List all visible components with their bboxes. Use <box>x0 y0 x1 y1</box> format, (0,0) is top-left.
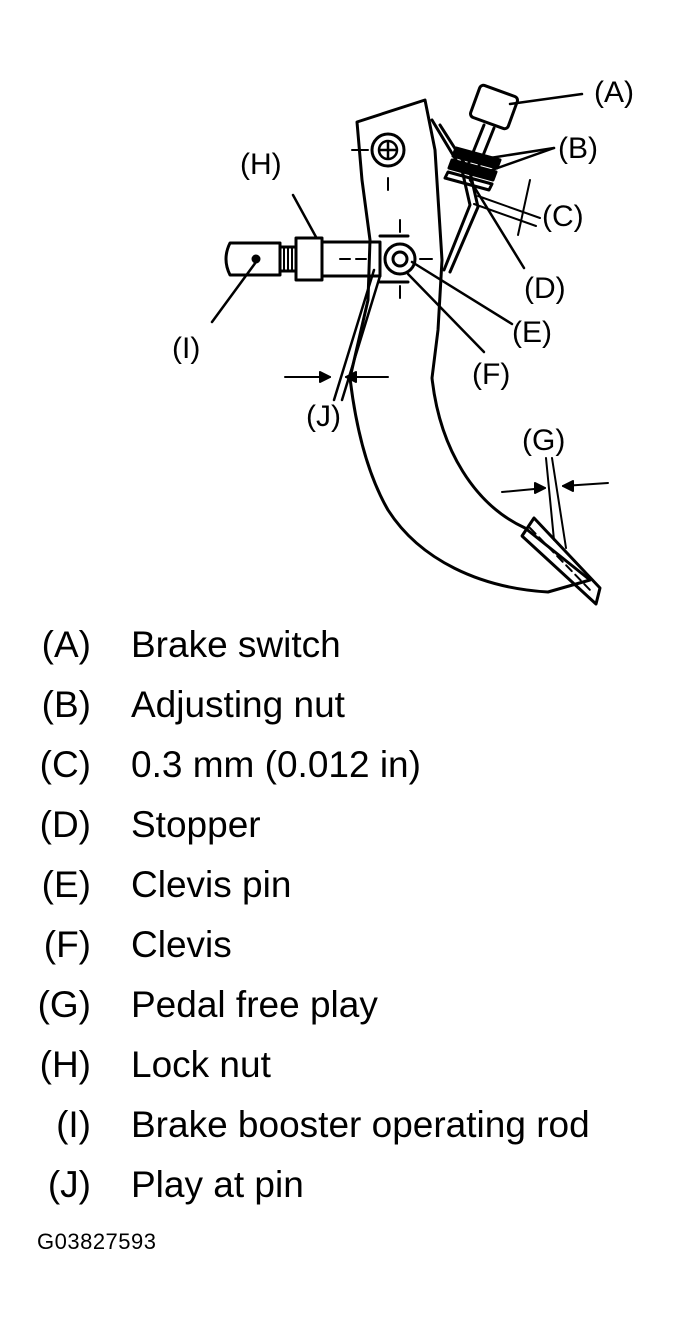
legend-item: (E) Clevis pin <box>0 860 679 910</box>
callout-b: (B) <box>558 132 598 165</box>
legend-code: (H) <box>39 1044 91 1085</box>
legend-code: (D) <box>39 804 91 845</box>
legend-code: (C) <box>39 744 91 785</box>
legend-label: Clevis <box>131 924 232 965</box>
callout-a: (A) <box>594 76 634 109</box>
legend-code: (I) <box>56 1104 91 1145</box>
figure-id: G03827593 <box>37 1229 157 1254</box>
callout-f: (F) <box>472 358 510 391</box>
legend-code: (A) <box>41 624 91 665</box>
pedal-pad <box>520 516 602 606</box>
legend-item: (H) Lock nut <box>0 1040 679 1090</box>
legend-label: 0.3 mm (0.012 in) <box>131 744 421 785</box>
legend-label: Brake booster operating rod <box>131 1104 590 1145</box>
legend-item: (B) Adjusting nut <box>0 680 679 730</box>
legend-code: (F) <box>43 924 91 965</box>
brake-switch <box>443 83 519 192</box>
legend-label: Pedal free play <box>131 984 378 1025</box>
legend-label: Brake switch <box>131 624 341 665</box>
lock-nut <box>294 236 324 282</box>
legend-item: (G) Pedal free play <box>0 980 679 1030</box>
legend-item: (D) Stopper <box>0 800 679 850</box>
dimension-j <box>284 371 389 383</box>
legend-code: (E) <box>41 864 91 905</box>
legend-label: Lock nut <box>131 1044 271 1085</box>
callout-d: (D) <box>524 272 566 305</box>
legend-code: (G) <box>37 984 91 1025</box>
clevis <box>320 234 410 284</box>
legend-label: Adjusting nut <box>131 684 345 725</box>
clevis-pin <box>383 219 433 299</box>
legend-item: (A) Brake switch <box>0 620 679 670</box>
callout-j: (J) <box>306 400 341 433</box>
legend-label: Stopper <box>131 804 261 845</box>
callout-h: (H) <box>240 148 282 181</box>
legend-item: (F) Clevis <box>0 920 679 970</box>
callout-c: (C) <box>542 200 584 233</box>
booster-operating-rod <box>224 241 298 277</box>
dimension-c <box>473 179 541 236</box>
legend-label: Play at pin <box>131 1164 304 1205</box>
legend-item: (J) Play at pin <box>0 1160 679 1210</box>
legend-label: Clevis pin <box>131 864 292 905</box>
callout-i: (I) <box>172 332 200 365</box>
legend-code: (B) <box>41 684 91 725</box>
brake-pedal-diagram: (A) (B) (C) (D) (E) (F) (G) (H) (I) (J) <box>172 76 634 606</box>
callout-g: (G) <box>522 424 565 457</box>
legend-item: (I) Brake booster operating rod <box>0 1100 679 1150</box>
callout-e: (E) <box>512 316 552 349</box>
dimension-g <box>501 457 609 549</box>
legend-item: (C) 0.3 mm (0.012 in) <box>0 740 679 790</box>
legend-code: (J) <box>47 1164 91 1205</box>
pivot-bolt <box>351 132 406 191</box>
pedal-arm <box>348 98 592 594</box>
